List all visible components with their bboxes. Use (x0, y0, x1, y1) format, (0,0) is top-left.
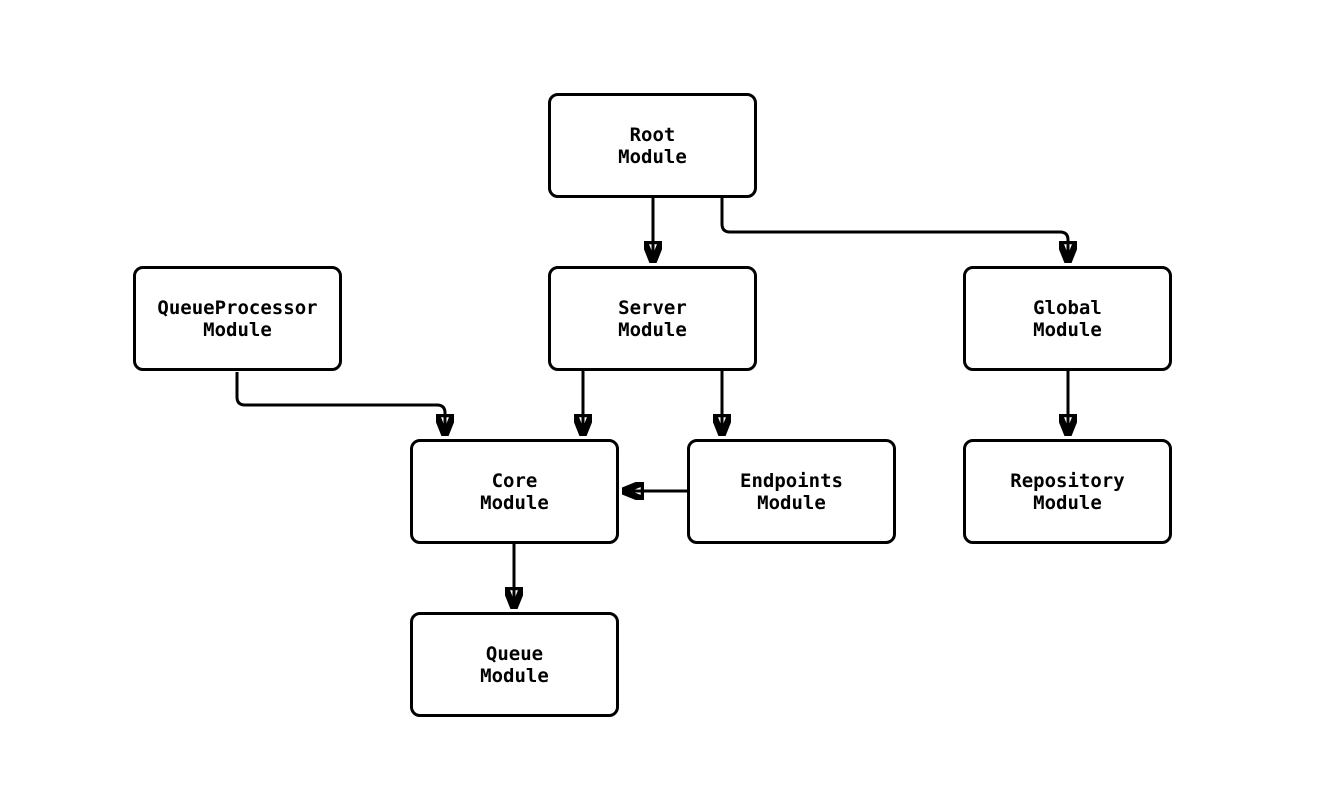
node-label-line2: Module (1033, 318, 1102, 341)
node-label-line2: Module (757, 491, 826, 514)
node-core-module: Core Module (410, 439, 619, 544)
node-queue-module: Queue Module (410, 612, 619, 717)
node-label-line1: Endpoints (740, 469, 843, 492)
edge-queueprocessor-to-core (235, 372, 445, 436)
node-label-line1: Core (491, 469, 538, 492)
node-label-line2: Module (203, 318, 272, 341)
node-label-line2: Module (480, 664, 549, 687)
node-label-line2: Module (480, 491, 549, 514)
node-queueprocessor-module: QueueProcessor Module (133, 266, 342, 371)
node-root-module: Root Module (548, 93, 757, 198)
node-repository-module: Repository Module (963, 439, 1172, 544)
node-label-line1: Root (629, 123, 676, 146)
node-label-line2: Module (1033, 491, 1102, 514)
node-label-line1: Global (1033, 296, 1102, 319)
edge-root-to-global (720, 198, 1068, 263)
node-endpoints-module: Endpoints Module (687, 439, 896, 544)
node-label-line1: Repository (1010, 469, 1125, 492)
node-label-line2: Module (618, 145, 687, 168)
node-label-line1: QueueProcessor (157, 296, 318, 319)
node-label-line1: Queue (485, 642, 544, 665)
node-server-module: Server Module (548, 266, 757, 371)
node-label-line1: Server (618, 296, 687, 319)
node-global-module: Global Module (963, 266, 1172, 371)
node-label-line2: Module (618, 318, 687, 341)
